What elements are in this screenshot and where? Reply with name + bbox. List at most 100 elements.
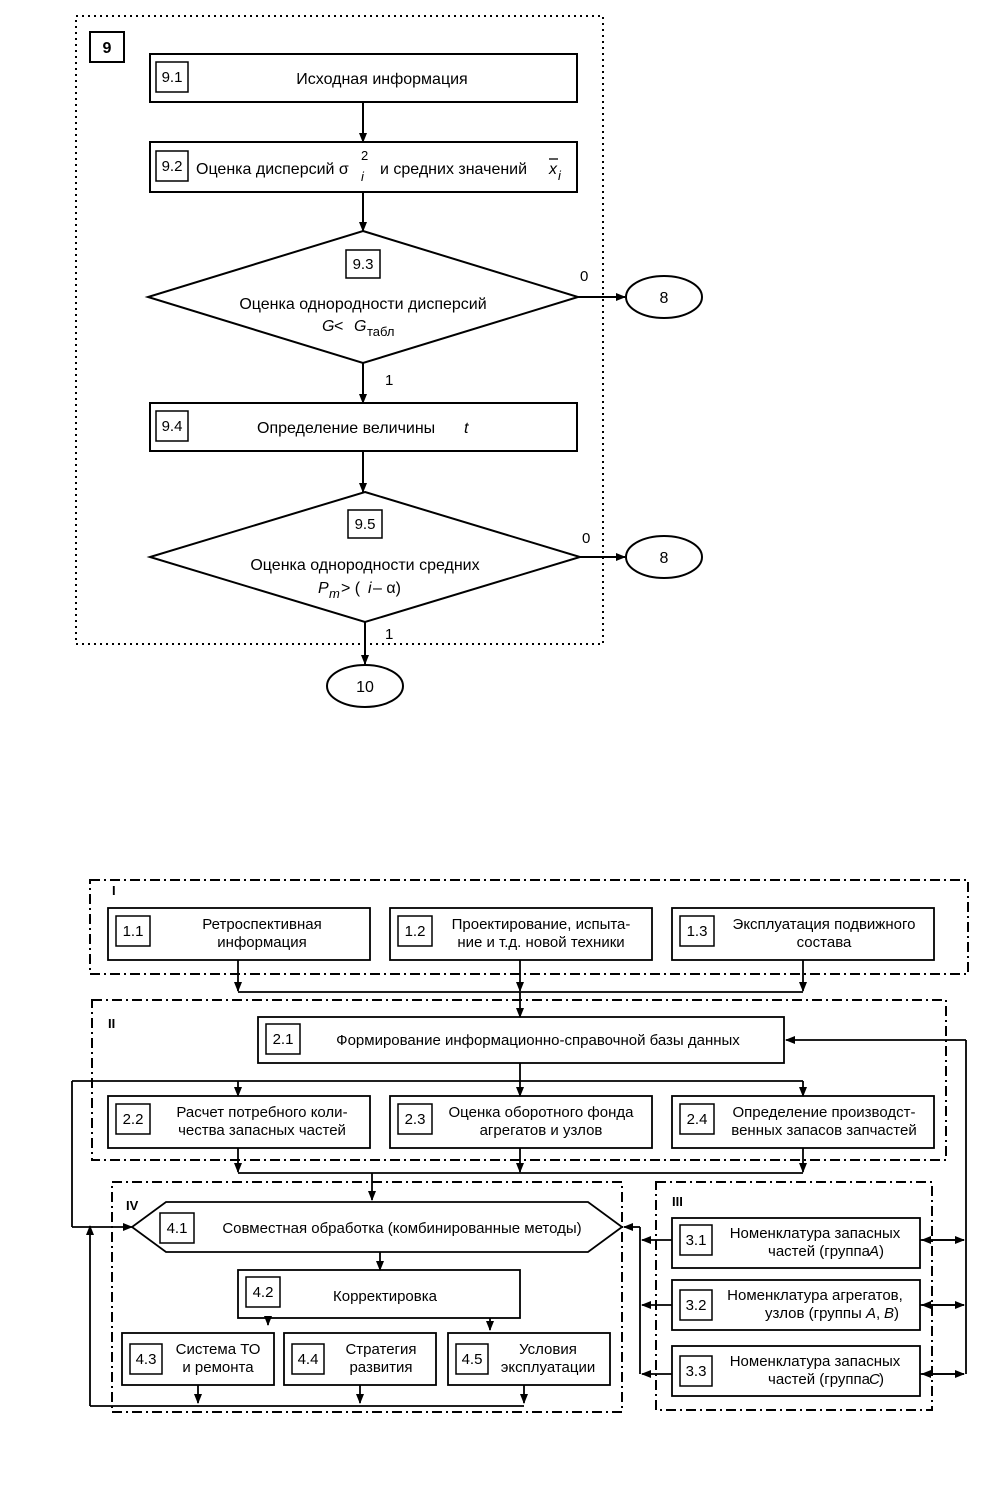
block-2-2-num: 2.2 [123,1111,144,1128]
block-2-4-line2: венных запасов запчастей [731,1122,916,1139]
block-1-2-num: 1.2 [405,923,426,940]
block-3-2-line2b: A [865,1305,876,1322]
frame-III [655,1181,933,1411]
decision-9-5-sub: m [329,586,340,601]
block-1-3-line2: состава [797,934,852,951]
decision-9-3-sub: табл [367,324,395,339]
block-3-3: 3.3 Номенклатура запасных частей (группа… [671,1345,921,1397]
block-4-5-line2: эксплуатации [501,1359,596,1376]
connectors-III-to-IV [623,1223,672,1378]
block-2-2-line1: Расчет потребного коли- [176,1104,347,1121]
connectors-left-loop [71,1080,524,1407]
block-2-1-text: Формирование информационно-справочной ба… [336,1032,740,1049]
block-2-1: 2.1 Формирование информационно-справочно… [257,1016,785,1064]
frame-III-label: III [672,1194,683,1209]
decision-9-5-num-box [347,509,383,539]
block-1-1-num-box [115,915,151,947]
block-4-3: 4.3 Система ТО и ремонта [121,1332,275,1386]
block-2-2-line2: чества запасных частей [178,1122,346,1139]
frame-9-label-box [89,31,125,63]
connectors-II-to-IV [234,1148,807,1201]
block-3-2-line2c: , [876,1305,880,1322]
block-1-1-line2: информация [217,934,306,951]
block-4-1: 4.1 Совместная обработка (комбинированны… [130,1201,624,1253]
block-3-3-line2b: C [869,1371,880,1388]
block-2-4-num-box [679,1103,715,1135]
block-4-2-num-box [245,1276,281,1308]
block-4-3-line2: и ремонта [182,1359,254,1376]
frame-II [91,999,947,1161]
block-2-3: 2.3 Оценка оборотного фонда агрегатов и … [389,1095,653,1149]
connector-8-b [625,535,703,579]
decision-9-3-g2: G [354,318,366,335]
frame-IV [111,1181,623,1413]
block-4-1-num-box [159,1212,195,1244]
block-3-1-box [671,1217,921,1269]
block-4-3-line1: Система ТО [176,1341,261,1358]
block-3-1-line2b: A [868,1243,879,1260]
block-2-4: 2.4 Определение производст- венных запас… [671,1095,935,1149]
block-3-1-num-box [679,1224,713,1256]
decision-9-3: 9.3 Оценка однородности дисперсий G < G … [144,229,582,365]
block-1-3-line1: Эксплуатация подвижного [733,916,916,933]
block-4-4-num-box [291,1343,325,1375]
block-3-1: 3.1 Номенклатура запасных частей (группа… [671,1217,921,1269]
block-4-4-line2: развития [349,1359,412,1376]
block-4-5: 4.5 Условия эксплуатации [447,1332,611,1386]
block-3-2-num-box [679,1289,713,1321]
block-3-1-num: 3.1 [686,1232,707,1249]
block-9-4-text-b: t [464,420,469,437]
decision-9-3-g: G [322,318,334,335]
block-2-4-line1: Определение производст- [732,1104,915,1121]
block-3-3-line2c: ) [879,1371,884,1388]
decision-9-5-i: i [368,580,372,597]
frame-IV-label: IV [126,1198,139,1213]
decision-9-5-num: 9.5 [355,516,376,533]
connector-8-b-label: 8 [660,550,669,567]
block-9-1-text: Исходная информация [296,71,467,88]
block-9-2-text-a: Оценка дисперсий σ [196,161,349,178]
block-9-2: 9.2 Оценка дисперсий σ 2 i и средних зна… [149,141,578,193]
block-4-5-box [447,1332,611,1386]
decision-9-3-lt: < [334,318,343,335]
connector-8-a-label: 8 [660,290,669,307]
connectors-I-to-II [234,960,807,1018]
block-9-1-num: 9.1 [162,69,183,86]
frame-9 [75,15,604,645]
block-3-2-line2e: ) [894,1305,899,1322]
block-4-3-num: 4.3 [136,1351,157,1368]
frame-I [89,879,969,975]
connectors-4-2-to-row [264,1316,494,1331]
block-2-2-num-box [115,1103,151,1135]
upper-flowchart: 9 9.1 Исходная информация 9.2 Оценка дис… [75,15,703,708]
connector-8-a [625,275,703,319]
block-3-1-line2a: частей (группа [768,1243,871,1260]
block-4-2-num: 4.2 [253,1284,274,1301]
block-4-2: 4.2 Корректировка [237,1269,521,1319]
decision-9-5-p: P [318,580,329,597]
block-2-1-num: 2.1 [273,1031,294,1048]
block-4-3-num-box [129,1343,163,1375]
block-1-2-line1: Проектирование, испыта- [452,916,631,933]
branch-label-0-a: 0 [580,268,588,285]
block-2-3-box [389,1095,653,1149]
block-1-2: 1.2 Проектирование, испыта- ние и т.д. н… [389,907,653,961]
block-9-2-xbar-sub: i [558,168,562,183]
block-3-3-num-box [679,1355,713,1387]
connector-10-label: 10 [356,679,374,696]
block-4-5-num: 4.5 [462,1351,483,1368]
block-1-2-box [389,907,653,961]
block-1-2-num-box [397,915,433,947]
frame-II-label: II [108,1016,115,1031]
block-4-2-text: Корректировка [333,1288,438,1305]
block-3-3-line1: Номенклатура запасных [730,1353,901,1370]
block-3-2-line2d: B [884,1305,894,1322]
block-1-3: 1.3 Эксплуатация подвижного состава [671,907,935,961]
block-4-1-num: 4.1 [167,1220,188,1237]
block-4-4: 4.4 Стратегия развития [283,1332,437,1386]
frame-9-label: 9 [103,40,112,57]
block-9-2-num-box [155,150,189,182]
block-2-1-num-box [265,1023,301,1055]
decision-9-5-line1: Оценка однородности средних [250,557,479,574]
block-2-4-num: 2.4 [687,1111,708,1128]
